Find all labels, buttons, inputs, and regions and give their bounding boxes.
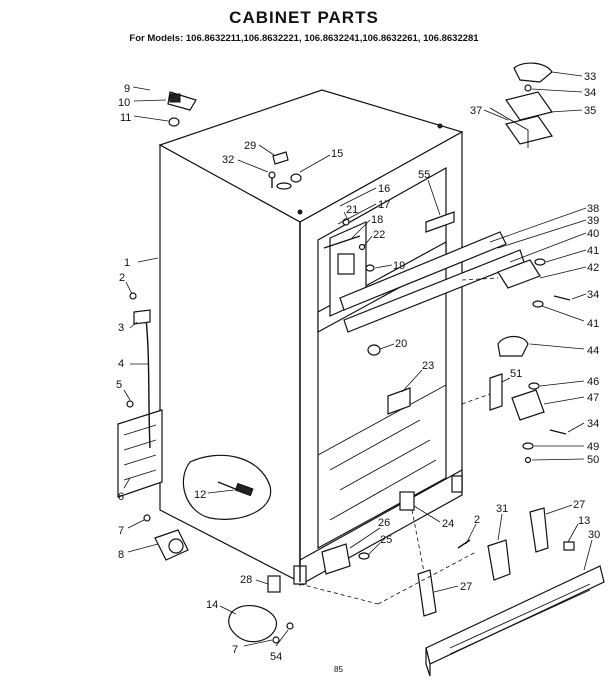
- callout-27b: 27: [573, 499, 585, 511]
- callout-18: 18: [371, 214, 383, 226]
- callout-14: 14: [206, 599, 218, 611]
- callout-31: 31: [496, 503, 508, 515]
- callout-4: 4: [118, 358, 124, 370]
- callout-17: 17: [378, 199, 390, 211]
- callout-41a: 41: [587, 245, 599, 257]
- diagram-title: CABINET PARTS: [229, 8, 379, 27]
- callout-25: 25: [380, 534, 392, 546]
- callout-11: 11: [120, 112, 131, 124]
- small-parts: [126, 62, 605, 677]
- mullion-rail: [339, 231, 507, 311]
- callout-13: 13: [578, 515, 590, 527]
- drain-tube: [145, 317, 151, 449]
- callout-7a: 7: [118, 525, 124, 537]
- callout-21: 21: [346, 204, 358, 216]
- callout-38: 38: [587, 203, 599, 215]
- callout-50: 50: [587, 454, 599, 466]
- callout-2a: 2: [119, 272, 125, 284]
- callout-29: 29: [244, 140, 256, 152]
- callout-7b: 7: [232, 644, 238, 656]
- callout-1: 1: [124, 257, 130, 269]
- callout-12: 12: [194, 489, 206, 501]
- callout-46: 46: [587, 376, 599, 388]
- callout-8: 8: [118, 549, 124, 561]
- wire-harness-cutout: [182, 454, 272, 520]
- callout-32: 32: [222, 154, 234, 166]
- callout-40: 40: [587, 228, 599, 240]
- callout-51: 51: [510, 368, 522, 380]
- callout-2b: 2: [474, 514, 480, 526]
- callout-47: 47: [587, 392, 599, 404]
- callout-5: 5: [116, 379, 122, 391]
- callout-6: 6: [118, 491, 124, 503]
- callout-44: 44: [587, 345, 599, 357]
- callout-24: 24: [442, 518, 454, 530]
- callout-55: 55: [418, 169, 430, 181]
- callout-41b: 41: [587, 318, 599, 330]
- callout-34b: 34: [587, 289, 599, 301]
- callouts: 9 10 11 29 32 15 55 16 17 21 18 22 19 1 …: [116, 71, 600, 663]
- callout-34c: 34: [587, 418, 599, 430]
- callout-54: 54: [270, 651, 282, 663]
- callout-3: 3: [118, 322, 124, 334]
- callout-19: 19: [393, 260, 405, 272]
- assembly-lines: [299, 277, 499, 605]
- callout-37: 37: [470, 105, 482, 117]
- callout-35: 35: [584, 105, 596, 117]
- callout-27a: 27: [460, 581, 472, 593]
- callout-9: 9: [124, 83, 130, 95]
- callout-28: 28: [240, 574, 252, 586]
- callout-22: 22: [373, 229, 385, 241]
- callout-26: 26: [378, 517, 390, 529]
- callout-49: 49: [587, 441, 599, 453]
- back-panel-grille: [117, 409, 163, 498]
- page-mark: 85: [334, 665, 343, 674]
- callout-23: 23: [422, 360, 434, 372]
- diagram-subtitle: For Models: 106.8632211,106.8632221, 106…: [129, 33, 479, 44]
- callout-39: 39: [587, 215, 599, 227]
- toe-grille: [425, 565, 605, 665]
- callout-16: 16: [378, 183, 390, 195]
- callout-34a: 34: [584, 87, 596, 99]
- callout-10: 10: [118, 97, 130, 109]
- callout-15: 15: [331, 148, 343, 160]
- callout-42: 42: [587, 262, 599, 274]
- callout-30: 30: [588, 529, 600, 541]
- cabinet-body: [117, 89, 464, 587]
- callout-20: 20: [395, 338, 407, 350]
- callout-33: 33: [584, 71, 596, 83]
